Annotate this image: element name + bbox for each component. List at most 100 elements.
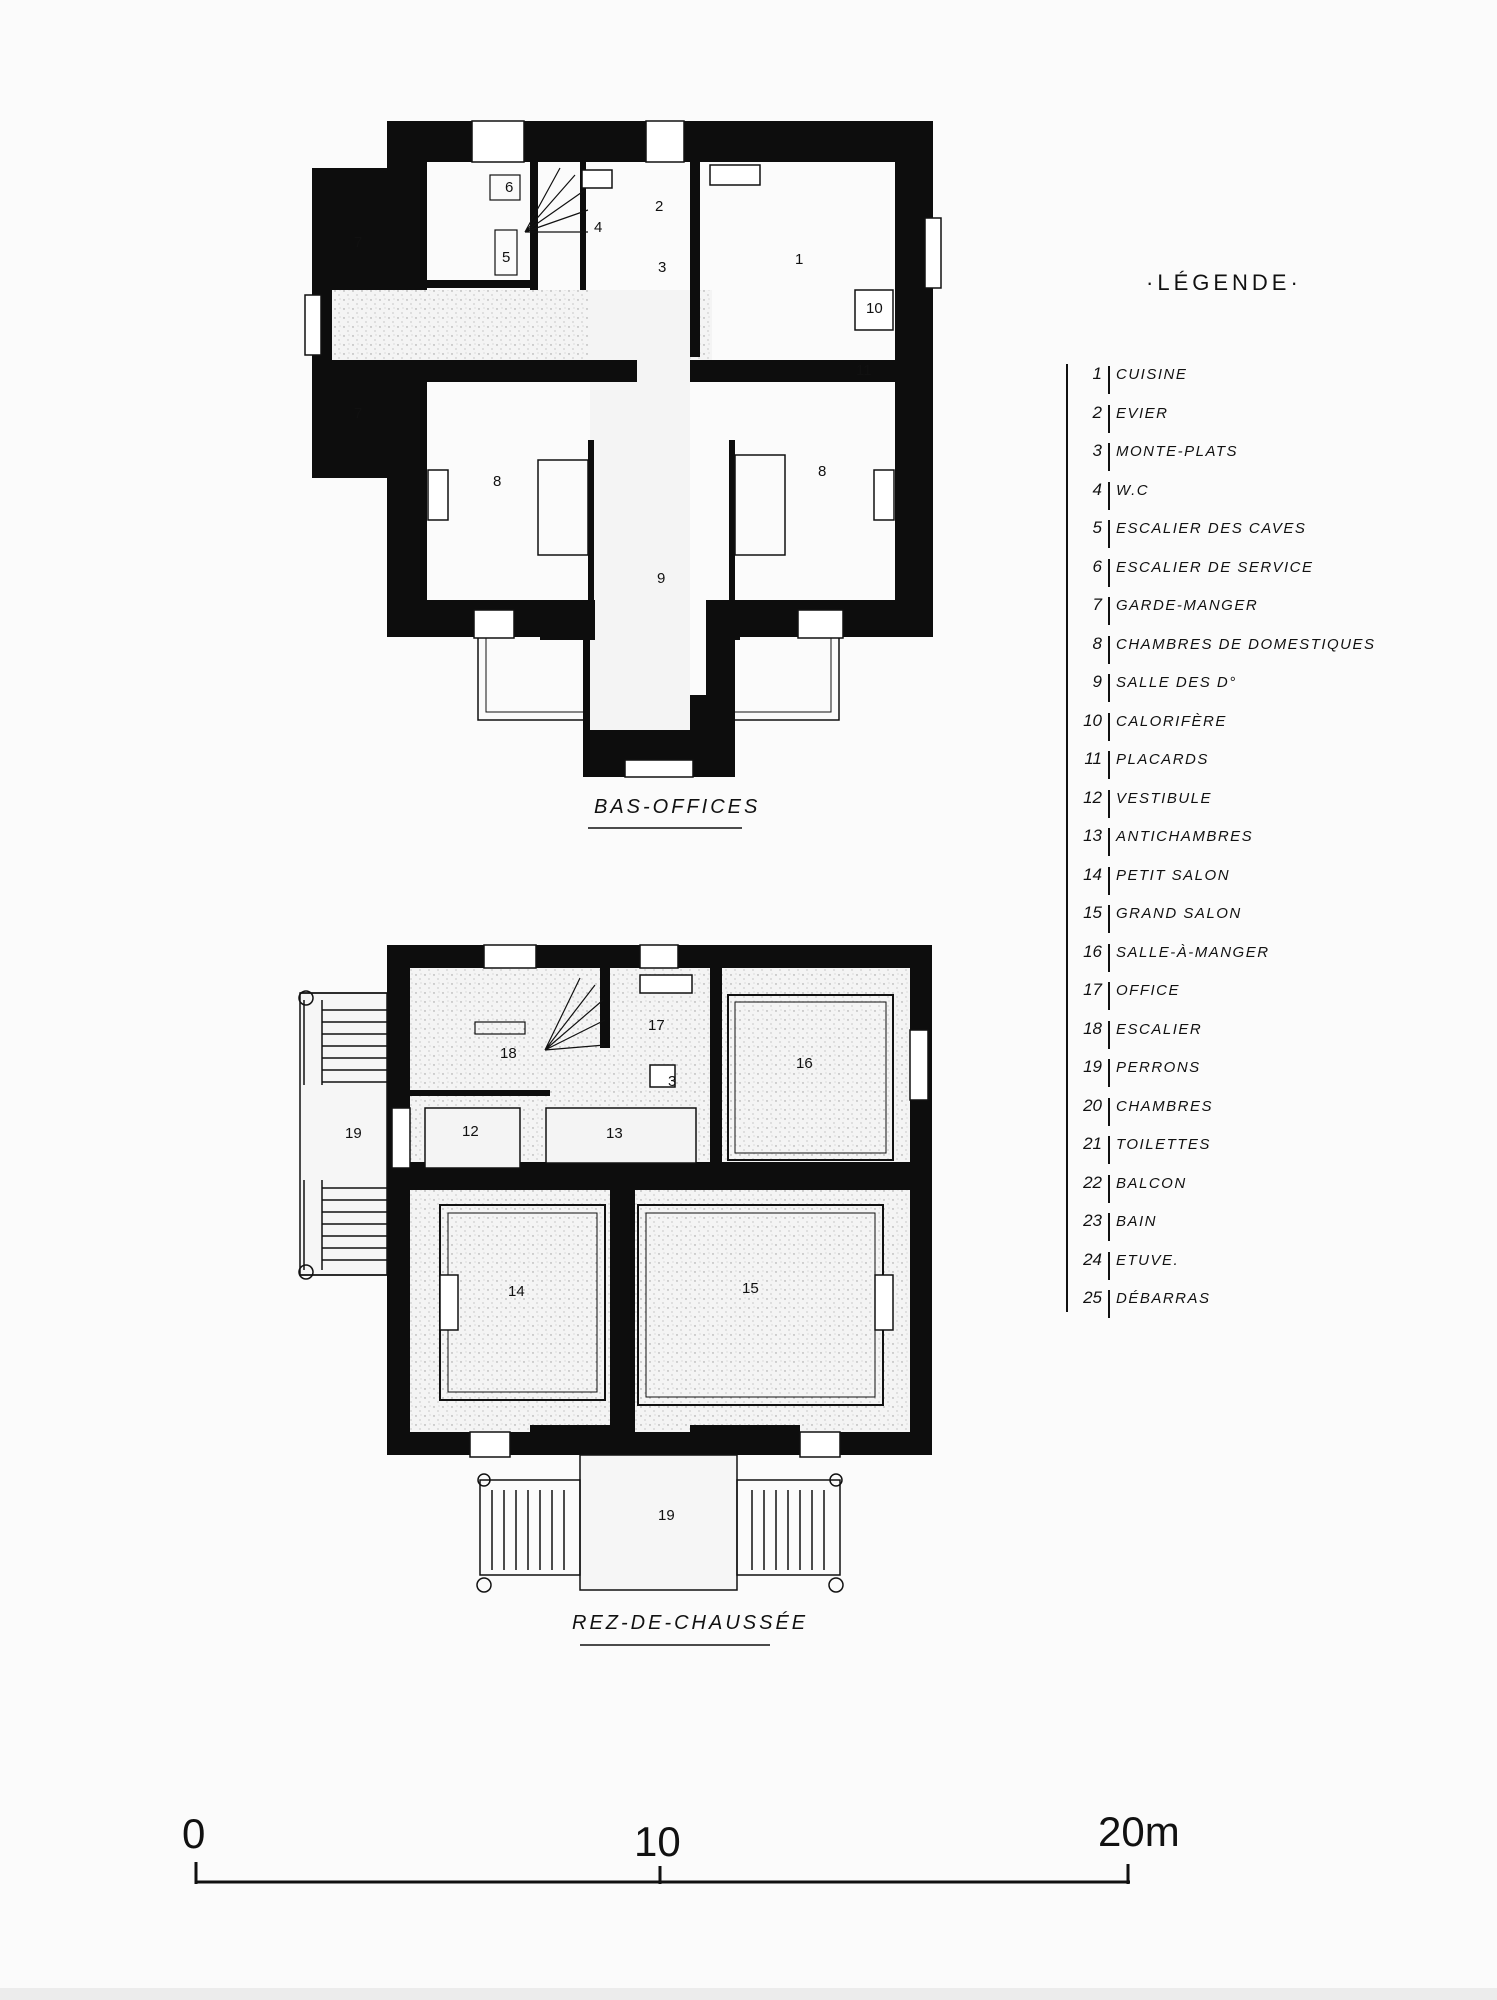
wc-wall	[580, 162, 586, 290]
legend-item: 21Toilettes	[1076, 1134, 1406, 1168]
cross-wall-left	[427, 360, 487, 382]
bottom-wall-left	[540, 600, 595, 640]
scale-label-0: 0	[182, 1810, 206, 1857]
legend-title: ·LÉGENDE·	[1146, 270, 1302, 295]
scan-edge	[0, 1988, 1497, 2000]
garde-manger-annex	[312, 168, 387, 478]
wall-stair	[410, 1090, 550, 1096]
calorifere-box	[854, 289, 894, 331]
bottom-wall-right	[710, 600, 740, 640]
legend-item: 16Salle-à-manger	[1076, 942, 1406, 976]
legend-separator	[1108, 1251, 1110, 1280]
legend-number: 1	[1092, 364, 1102, 383]
central-passage	[590, 290, 690, 730]
room-label: 3	[668, 1073, 676, 1090]
legend-label: Evier	[1116, 404, 1169, 422]
room-label: 14	[508, 1283, 525, 1300]
legend-separator	[1108, 789, 1110, 818]
grand-salon	[637, 1204, 884, 1406]
plan-bas-offices: 1 2 3 4 5 6 7 7 8 8 9 10 11	[304, 120, 942, 778]
scale-label-10: 10	[634, 1818, 681, 1865]
outer-walls	[312, 121, 933, 777]
fireplace-right	[874, 1274, 894, 1331]
plan-title-bas-offices: BAS-OFFICES	[594, 796, 761, 818]
room-label: 8	[493, 473, 501, 490]
legend-separator	[1108, 1290, 1110, 1318]
scale-label-20m: 20m	[1098, 1808, 1180, 1855]
legend-label: Garde-manger	[1116, 597, 1259, 614]
bay-right-inner	[735, 637, 832, 713]
legend-number: 5	[1092, 518, 1102, 537]
room8-left-wall	[588, 440, 594, 600]
legend-separator	[1108, 674, 1110, 702]
antichambre	[545, 1107, 697, 1164]
legend-separator	[1108, 443, 1110, 471]
legend-separator	[1108, 1174, 1110, 1203]
legend-number: 8	[1092, 633, 1102, 653]
wall-dining	[710, 968, 722, 1163]
legend-number: 24	[1083, 1249, 1102, 1269]
service-stair	[489, 167, 589, 276]
cross-wall-right	[690, 360, 895, 382]
legend-item: 19Perrons	[1076, 1057, 1406, 1091]
legend-label: Bain	[1116, 1213, 1158, 1230]
legend-number: 11	[1084, 749, 1102, 768]
legend-item: 2Evier	[1076, 403, 1406, 437]
legend-item: 12Vestibule	[1076, 788, 1406, 822]
table-right	[734, 454, 786, 556]
legend-label: Calorifère	[1116, 712, 1227, 730]
room-label: 19	[658, 1507, 675, 1524]
legend-label: Balcon	[1116, 1174, 1187, 1192]
room-label: 8	[818, 463, 826, 480]
office-dumbwaiter	[649, 1064, 676, 1088]
legend-label: Antichambres	[1116, 828, 1254, 845]
legend-item: 10Calorifère	[1076, 711, 1406, 745]
legend-number: 13	[1083, 826, 1102, 845]
room-label: 10	[866, 300, 883, 317]
room-label: 2	[655, 198, 663, 215]
room-label: 11	[856, 362, 872, 379]
legend-item: 22 Balcon	[1076, 1173, 1406, 1207]
legend-label: Salle des D°	[1116, 674, 1237, 691]
legend-label: Etuve.	[1116, 1251, 1180, 1269]
room-label: 4	[594, 219, 602, 236]
legend-label: Vestibule	[1116, 789, 1213, 807]
room-label: 9	[657, 570, 665, 587]
fireplace-left	[439, 1274, 459, 1331]
legend-separator	[1108, 751, 1110, 779]
legend-number: 17	[1083, 980, 1102, 999]
wc-seat	[581, 169, 613, 189]
legend-separator	[1108, 1213, 1110, 1241]
legend-separator	[1108, 943, 1110, 972]
vestibule	[424, 1107, 521, 1169]
wall-bottom-left	[530, 1425, 630, 1455]
porch-step-left	[469, 1431, 511, 1458]
legend-label: Grand Salon	[1116, 905, 1242, 922]
legend-label: Monte-plats	[1116, 443, 1239, 460]
legend-separator	[1108, 905, 1110, 933]
legend-item: 3Monte-plats	[1076, 441, 1406, 475]
salle-a-manger	[727, 994, 894, 1161]
legend-label: Escalier des caves	[1116, 520, 1307, 537]
entry-step	[624, 759, 694, 778]
room-label: 12	[462, 1123, 479, 1140]
legend-separator	[1108, 558, 1110, 587]
bay-left-inner	[485, 637, 583, 713]
legend-label: Toilettes	[1116, 1136, 1211, 1153]
plan-title-rez-de-chaussee: REZ-DE-CHAUSSÉE	[572, 1612, 809, 1634]
legend-number: 22	[1083, 1172, 1102, 1192]
legend-number: 18	[1083, 1018, 1102, 1038]
legend-number: 6	[1092, 556, 1102, 576]
legend-item: 13 Antichambres	[1076, 826, 1406, 860]
chimney-1	[483, 944, 537, 969]
legend-label: W.C	[1116, 481, 1150, 499]
fireplace-left	[427, 469, 449, 521]
legend-number: 9	[1092, 672, 1102, 691]
legend-item: 23Bain	[1076, 1211, 1406, 1245]
legend-separator	[1108, 712, 1110, 741]
room-label: 5	[502, 249, 510, 266]
room-label: 19	[345, 1125, 362, 1142]
legend-label: Chambres de domestiques	[1116, 635, 1376, 653]
room-label: 18	[500, 1045, 517, 1062]
legend-label: Salle-à-manger	[1116, 943, 1270, 961]
